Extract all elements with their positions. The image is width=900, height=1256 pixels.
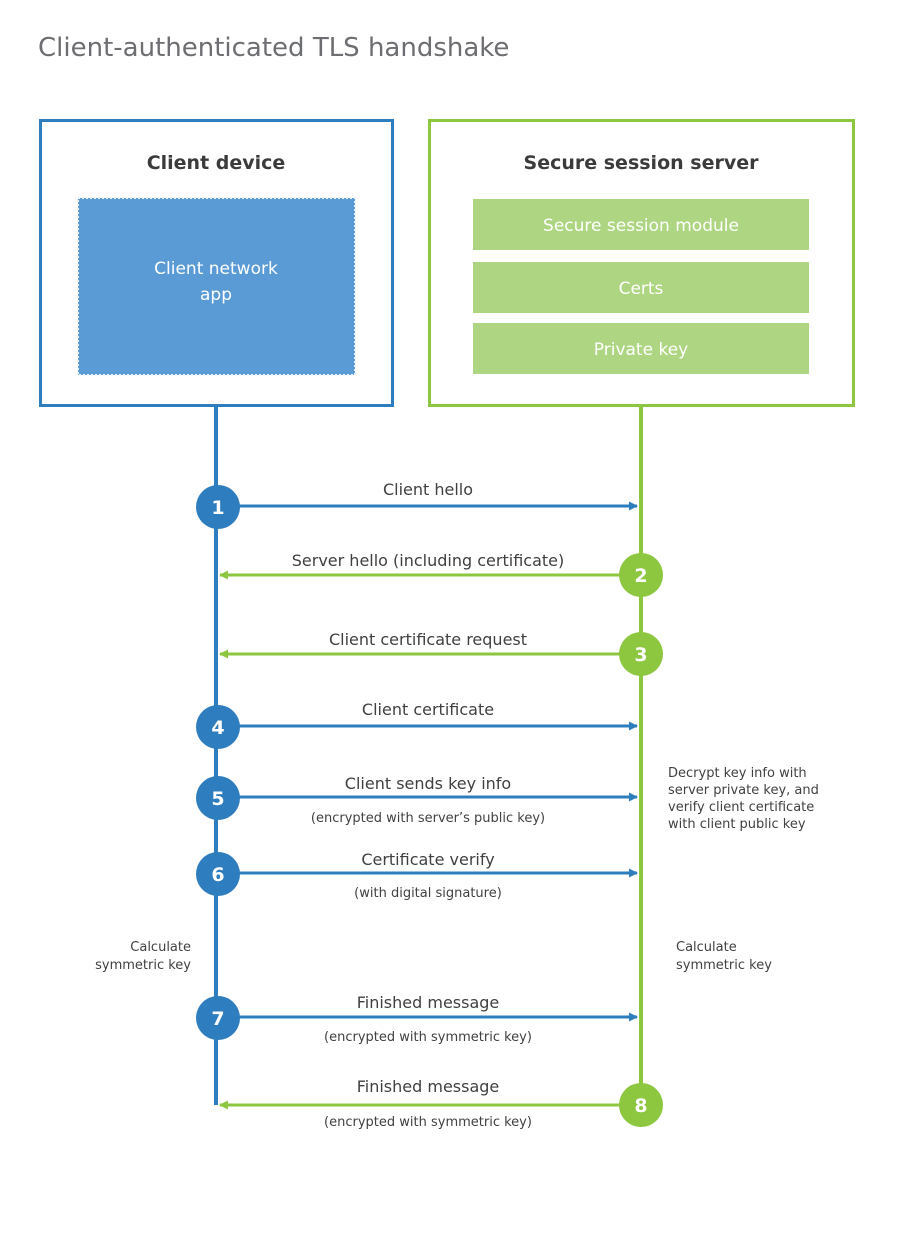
- page-title: Client-authenticated TLS handshake: [38, 33, 509, 63]
- message-label-8: Finished message: [357, 1077, 500, 1096]
- message-label-3: Client certificate request: [329, 630, 527, 649]
- server-item-box-2: [473, 323, 809, 374]
- server-calc-note-line-1: symmetric key: [676, 958, 772, 973]
- message-row-4: Client certificate 4: [196, 700, 638, 749]
- server-decrypt-note-line-3: with client public key: [668, 817, 806, 832]
- step-number-6: 6: [211, 864, 224, 886]
- server-decrypt-note-line-0: Decrypt key info with: [668, 766, 807, 781]
- message-label-2: Server hello (including certificate): [292, 551, 564, 570]
- server-calc-note-line-0: Calculate: [676, 940, 737, 955]
- message-sublabel-7: (encrypted with symmetric key): [324, 1030, 532, 1045]
- client-calc-note-line-1: symmetric key: [95, 958, 191, 973]
- message-sublabel-5: (encrypted with server’s public key): [311, 811, 545, 826]
- client-network-app-box: [77, 197, 356, 376]
- step-number-8: 8: [634, 1095, 647, 1117]
- step-circle-4: [196, 705, 240, 749]
- secure-session-server-node: Secure session server Secure session mod…: [428, 119, 855, 407]
- message-label-5: Client sends key info: [345, 774, 511, 793]
- message-sublabel-6: (with digital signature): [354, 886, 502, 901]
- step-circle-3: [619, 632, 663, 676]
- secure-session-server-title: Secure session server: [524, 152, 760, 174]
- server-decrypt-note-line-2: verify client certificate: [668, 800, 814, 815]
- step-circle-7: [196, 996, 240, 1040]
- step-number-5: 5: [211, 788, 224, 810]
- server-item-label-1: Certs: [619, 279, 664, 299]
- message-label-4: Client certificate: [362, 700, 494, 719]
- server-decrypt-note: Decrypt key info with server private key…: [668, 766, 819, 832]
- client-network-app-label-line2: app: [200, 285, 232, 305]
- client-network-app-label-line1: Client network: [154, 259, 278, 279]
- message-row-3: Client certificate request 3: [219, 630, 663, 676]
- client-device-title: Client device: [147, 152, 286, 174]
- server-calculate-symmetric-key-note: Calculate symmetric key: [676, 940, 772, 973]
- message-row-2: Server hello (including certificate) 2: [219, 551, 663, 597]
- message-row-8: Finished message (encrypted with symmetr…: [219, 1077, 663, 1130]
- message-row-7: Finished message (encrypted with symmetr…: [196, 993, 638, 1045]
- step-number-2: 2: [634, 565, 647, 587]
- server-item-box-1: [473, 262, 809, 313]
- step-number-7: 7: [211, 1008, 224, 1030]
- client-calculate-symmetric-key-note: Calculate symmetric key: [95, 940, 191, 973]
- message-row-1: Client hello 1: [196, 480, 638, 529]
- client-calc-note-line-0: Calculate: [130, 940, 191, 955]
- message-label-6: Certificate verify: [361, 850, 494, 869]
- step-circle-2: [619, 553, 663, 597]
- server-item-label-0: Secure session module: [543, 216, 739, 236]
- step-circle-8: [619, 1083, 663, 1127]
- step-number-4: 4: [211, 717, 224, 739]
- message-label-7: Finished message: [357, 993, 500, 1012]
- message-row-5: Client sends key info (encrypted with se…: [196, 774, 638, 826]
- step-number-3: 3: [634, 644, 647, 666]
- step-circle-5: [196, 776, 240, 820]
- message-sublabel-8: (encrypted with symmetric key): [324, 1115, 532, 1130]
- step-number-1: 1: [211, 497, 224, 519]
- step-circle-1: [196, 485, 240, 529]
- client-device-node: Client device Client network app: [39, 119, 394, 407]
- server-item-label-2: Private key: [594, 340, 688, 360]
- message-label-1: Client hello: [383, 480, 473, 499]
- server-decrypt-note-line-1: server private key, and: [668, 783, 819, 798]
- step-circle-6: [196, 852, 240, 896]
- message-row-6: Certificate verify (with digital signatu…: [196, 850, 638, 901]
- server-item-box-0: [473, 199, 809, 250]
